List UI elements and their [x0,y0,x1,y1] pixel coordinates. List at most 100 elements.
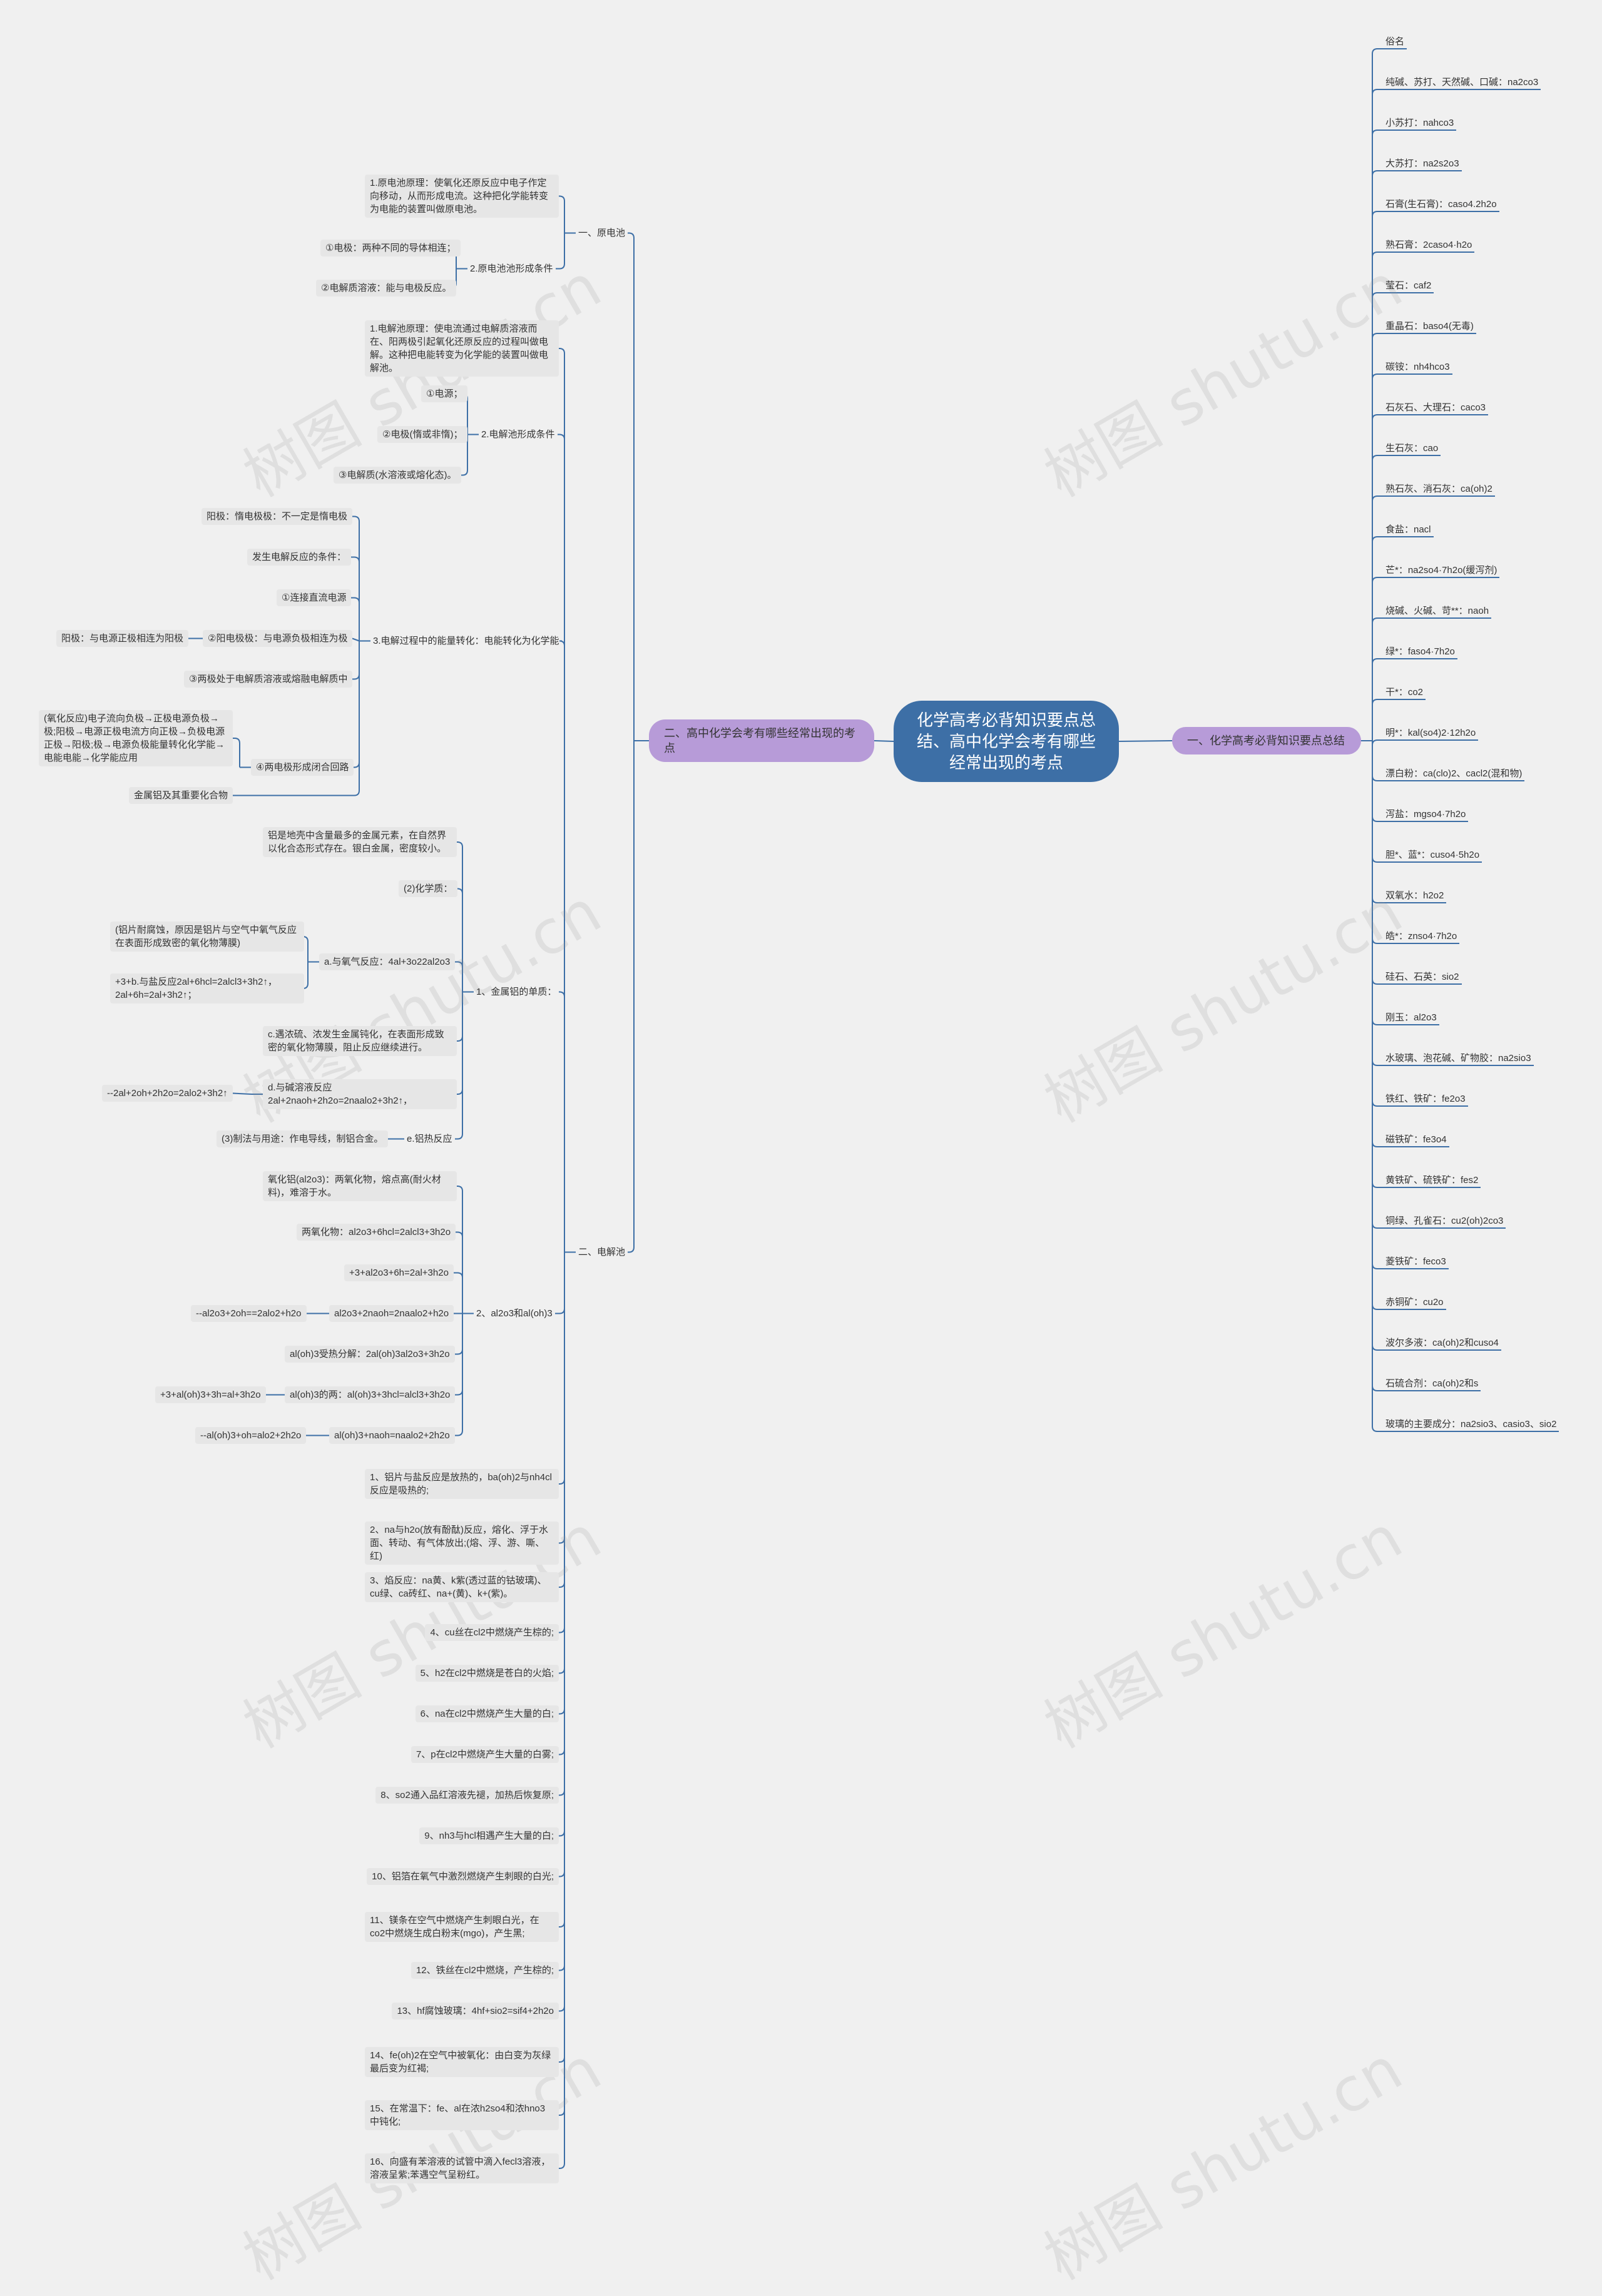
electrolysis-principle[interactable]: 1.电解池原理：使电流通过电解质溶液而在、阳两极引起氧化还原反应的过程叫做电解。… [365,320,559,377]
experiment-fact[interactable]: 1、铝片与盐反应是放热的，ba(oh)2与nh4cl反应是吸热的; [365,1469,559,1499]
condition-electrode[interactable]: ②电极(惰或非惰)； [377,426,468,443]
reaction-with-acid[interactable]: +3+b.与盐反应2al+6hcl=2alcl3+3h2↑，2al+6h=2al… [110,973,304,1003]
galvanic-condition-electrode[interactable]: ①电极：两种不同的导体相连； [320,240,461,257]
main-topic-left[interactable]: 二、高中化学会考有哪些经常出现的考点 [649,719,874,762]
right-item[interactable]: 烧碱、火碱、苛**：naoh [1385,606,1489,616]
right-item[interactable]: 石灰石、大理石：caco3 [1385,402,1486,413]
ionic-equation-base[interactable]: --2al+2oh+2h2o=2alo2+3h2↑ [102,1085,233,1102]
aluminum-overview[interactable]: 铝是地壳中含量最多的金属元素，在自然界以化合态形式存在。银白金属，密度较小。 [263,827,457,857]
right-item[interactable]: 干*：co2 [1385,687,1424,698]
experiment-fact[interactable]: 14、fe(oh)2在空气中被氧化：由白变为灰绿最后变为红褐; [365,2047,559,2077]
connect-dc-power[interactable]: ①连接直流电源 [277,589,352,606]
alumina-base-ionic[interactable]: --al2o3+2oh==2alo2+h2o [191,1305,307,1322]
experiment-fact[interactable]: 12、铁丝在cl2中燃烧，产生棕的; [411,1962,559,1979]
root-topic[interactable]: 化学高考必背知识要点总结、高中化学会考有哪些经常出现的考点 [894,701,1119,782]
condition-electrolyte[interactable]: ③电解质(水溶液或熔化态)。 [334,467,462,484]
branch-galvanic-cell[interactable]: 一、原电池 [578,228,626,238]
electrolysis-reaction-condition[interactable]: 发生电解反应的条件： [247,549,352,566]
right-item[interactable]: 熟石膏：2caso4·h2o [1385,240,1472,250]
connector-line [1372,741,1482,863]
right-item[interactable]: 莹石：caf2 [1385,280,1432,291]
hydroxide-decomposition[interactable]: al(oh)3受热分解：2al(oh)3al2o3+3h2o [285,1346,455,1363]
experiment-fact[interactable]: 11、镁条在空气中燃烧产生刺眼白光，在co2中燃烧生成白粉末(mgo)，产生黑; [365,1912,559,1942]
hydroxide-base-ionic[interactable]: --al(oh)3+oh=alo2+2h2o [195,1427,307,1444]
cathode-connection[interactable]: ②阳电极极：与电源负极相连为极 [203,630,353,647]
right-item[interactable]: 磁铁矿：fe3o4 [1385,1134,1447,1145]
right-item[interactable]: 胆*、蓝*：cuso4·5h2o [1385,850,1480,860]
electrolysis-conditions[interactable]: 2.电解池形成条件 [481,429,555,440]
right-item[interactable]: 铜绿、孔雀石：cu2(oh)2co3 [1385,1216,1504,1226]
experiment-fact[interactable]: 7、p在cl2中燃烧产生大量的白雾; [411,1746,559,1763]
corrosion-resistance[interactable]: (铝片耐腐蚀，原因是铝片与空气中氧气反应在表面形成致密的氧化物薄膜) [110,922,304,952]
aluminum-compounds[interactable]: 金属铝及其重要化合物 [129,787,233,804]
right-item[interactable]: 皓*：znso4·7h2o [1385,931,1457,942]
experiment-fact[interactable]: 10、铝箔在氧气中激烈燃烧产生刺眼的白光; [367,1868,559,1885]
right-item[interactable]: 生石灰：cao [1385,443,1439,454]
right-item[interactable]: 碳铵：nh4hco3 [1385,362,1450,372]
alumina-acid[interactable]: 两氧化物：al2o3+6hcl=2alcl3+3h2o [297,1224,456,1241]
right-item[interactable]: 石硫合剂：ca(oh)2和s [1385,1378,1479,1389]
right-item[interactable]: 小苏打：nahco3 [1385,118,1454,128]
right-item[interactable]: 铁红、铁矿：fe2o3 [1385,1094,1466,1104]
experiment-fact[interactable]: 9、nh3与hcl相遇产生大量的白; [419,1827,559,1844]
experiment-fact[interactable]: 6、na在cl2中燃烧产生大量的白; [415,1705,559,1722]
hydroxide-base[interactable]: al(oh)3+naoh=naalo2+2h2o [329,1427,455,1444]
right-item[interactable]: 熟石灰、消石灰：ca(oh)2 [1385,484,1492,494]
right-item[interactable]: 菱铁矿：feco3 [1385,1256,1446,1267]
hydroxide-acid[interactable]: al(oh)3的两：al(oh)3+3hcl=alcl3+3h2o [285,1386,456,1403]
right-item[interactable]: 重晶石：baso4(无毒) [1385,321,1474,332]
thermite-reaction[interactable]: e.铝热反应 [407,1134,452,1144]
experiment-fact[interactable]: 13、hf腐蚀玻璃：4hf+sio2=sif4+2h2o [392,2003,559,2019]
main-topic-right[interactable]: 一、化学高考必背知识要点总结 [1172,727,1361,754]
electrodes-in-electrolyte[interactable]: ③两极处于电解质溶液或熔融电解质中 [184,671,353,688]
experiment-fact[interactable]: 5、h2在cl2中燃烧是苍白的火焰; [415,1665,559,1682]
right-item[interactable]: 波尔多液：ca(oh)2和cuso4 [1385,1338,1499,1348]
right-item[interactable]: 泻盐：mgso4·7h2o [1385,809,1466,820]
alumina-base[interactable]: al2o3+2naoh=2naalo2+h2o [329,1305,454,1322]
condition-power[interactable]: ①电源； [421,385,468,402]
reaction-with-base[interactable]: d.与碱溶液反应2al+2naoh+2h2o=2naalo2+3h2↑， [263,1079,457,1109]
branch-electrolytic-cell[interactable]: 二、电解池 [578,1247,626,1257]
galvanic-condition-electrolyte[interactable]: ②电解质溶液：能与电极反应。 [316,280,457,297]
mindmap-canvas: 树图 shutu.cn 树图 shutu.cn 树图 shutu.cn 树图 s… [39,36,1559,2294]
right-item[interactable]: 硅石、石英：sio2 [1385,972,1459,982]
production-uses[interactable]: (3)制法与用途：作电导线，制铝合金。 [217,1130,389,1147]
electrolysis-energy[interactable]: 3.电解过程中的能量转化：电能转化为化学能 [373,636,559,646]
electron-flow-summary[interactable]: (氧化反应)电子流向负极→正极电源负极→极;阳极→电源正极电流方向正极→负极电源… [39,710,233,766]
right-item[interactable]: 俗名 [1385,36,1405,47]
passivation[interactable]: c.遇浓硫、浓发生金属钝化，在表面形成致密的氧化物薄膜，阻止反应继续进行。 [263,1026,457,1056]
right-item[interactable]: 漂白粉：ca(clo)2、cacl2(混和物) [1385,768,1523,779]
right-item[interactable]: 绿*：faso4·7h2o [1385,646,1455,657]
right-item[interactable]: 大苏打：na2s2o3 [1385,158,1459,169]
right-item[interactable]: 赤铜矿：cu2o [1385,1297,1444,1308]
anode-note[interactable]: 阳极：惰电极极：不一定是惰电极 [202,508,353,525]
connector-line [559,1252,565,1837]
experiment-fact[interactable]: 2、na与h2o(放有酚酞)反应，熔化、浮于水面、转动、有气体放出;(熔、浮、游… [365,1521,559,1565]
right-item[interactable]: 食盐：nacl [1385,524,1431,535]
experiment-fact[interactable]: 4、cu丝在cl2中燃烧产生棕的; [425,1624,559,1641]
reaction-with-oxygen[interactable]: a.与氧气反应：4al+3o22al2o3 [319,953,456,970]
experiment-fact[interactable]: 8、so2通入品红溶液先褪，加热后恢复原; [375,1787,559,1804]
right-item[interactable]: 芒*：na2so4·7h2o(缓泻剂) [1385,565,1497,576]
experiment-fact[interactable]: 16、向盛有苯溶液的试管中滴入fecl3溶液，溶液呈紫;苯遇空气呈粉红。 [365,2153,559,2183]
chemical-properties[interactable]: (2)化学质： [399,880,458,897]
anode-connection[interactable]: 阳极：与电源正极相连为阳极 [56,630,189,647]
right-item[interactable]: 刚玉：al2o3 [1385,1012,1437,1023]
galvanic-principle[interactable]: 1.原电池原理：使氧化还原反应中电子作定向移动，从而形成电流。这种把化学能转变为… [365,175,559,218]
right-item[interactable]: 水玻璃、泡花碱、矿物胶：na2sio3 [1385,1053,1531,1064]
right-item[interactable]: 纯碱、苏打、天然碱、口碱：na2co3 [1385,77,1539,88]
aluminum-element[interactable]: 1、金属铝的单质： [476,987,557,997]
right-item[interactable]: 双氧水：h2o2 [1385,890,1444,901]
experiment-fact[interactable]: 15、在常温下：fe、al在浓h2so4和浓hno3中钝化; [365,2100,559,2130]
alumina-acid-ionic[interactable]: +3+al2o3+6h=2al+3h2o [344,1264,454,1281]
right-item[interactable]: 玻璃的主要成分：na2sio3、casio3、sio2 [1385,1419,1557,1430]
hydroxide-acid-ionic[interactable]: +3+al(oh)3+3h=al+3h2o [155,1386,266,1403]
alumina-properties[interactable]: 氧化铝(al2o3)：两氧化物，熔点高(耐火材料)，难溶于水。 [263,1171,457,1201]
alumina-and-hydroxide[interactable]: 2、al2o3和al(oh)3 [476,1308,553,1319]
right-item[interactable]: 明*：kal(so4)2·12h2o [1385,728,1476,738]
galvanic-conditions[interactable]: 2.原电池池形成条件 [470,263,553,274]
closed-circuit[interactable]: ④两电极形成闭合回路 [251,759,354,776]
right-item[interactable]: 黄铁矿、硫铁矿：fes2 [1385,1175,1479,1186]
experiment-fact[interactable]: 3、焰反应：na黄、k紫(透过蓝的钴玻璃)、cu绿、ca砖红、na+(黄)、k+… [365,1572,559,1602]
right-item[interactable]: 石膏(生石膏)：caso4.2h2o [1385,199,1497,210]
